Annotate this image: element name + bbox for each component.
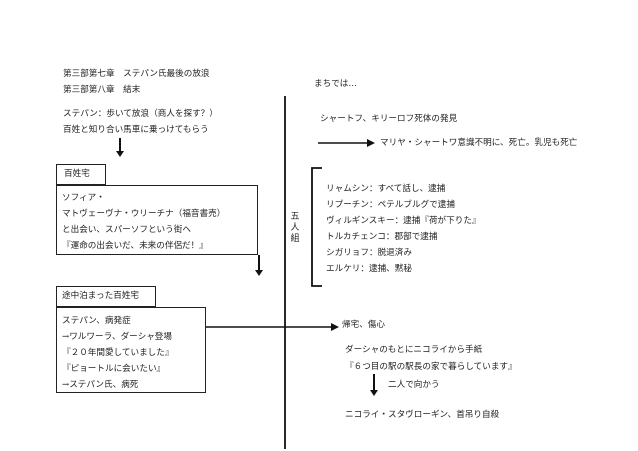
together-line: 二人で向かう [388,380,440,390]
overnight-farmhouse-label-box: 途中泊まった百姓宅 [56,286,156,307]
sophia-line-1: ソフィア・ [62,193,105,203]
illness-box-text: ステパン、病発症 →ワルワーラ、ダーシャ登場 『２０年間愛していました』 『ピョ… [62,313,173,393]
letter-line-2: 『６つ目の駅の駅長の家で暮らしています』 [345,362,517,372]
shatov-line: シャートフ、キリーロフ死体の発見 [320,114,458,124]
group-member-1: リャムシン：すべて話し、逮捕 [326,184,446,194]
letter-text: ダーシャのもとにニコライから手紙 『６つ目の駅の駅長の家で暮らしています』 [345,342,517,376]
sophia-box-text: ソフィア・ マトヴェーヴナ・ウリーチナ（福音書売） と出会い、スパーソフという街… [62,190,225,254]
illness-line-4: 『ピョートルに会いたい』 [62,364,166,374]
arrow-letter-to-nikolai-head [370,390,378,396]
group-member-3: ヴィルギンスキー：逮捕『荷が下りた』 [326,216,481,226]
arrow-sophia-to-overnight-head [255,270,263,276]
town-label: まちでは… [314,79,357,89]
overnight-farmhouse-label: 途中泊まった百姓宅 [62,291,140,301]
group-bracket [311,167,322,287]
illness-line-5: →ステパン氏、病死 [62,380,139,390]
arrow-shatov-to-maria-head [367,139,375,147]
chapter-headings: 第三部第七章 ステパン氏最後の放浪 第三部第八章 結末 [63,66,210,98]
illness-line-2: →ワルワーラ、ダーシャ登場 [62,332,172,342]
group-member-list: リャムシン：すべて話し、逮捕 リプーチン：ペテルブルグで逮捕 ヴィルギンスキー：… [326,181,481,277]
illness-box: ステパン、病発症 →ワルワーラ、ダーシャ登場 『２０年間愛していました』 『ピョ… [56,307,206,393]
return-line: 帰宅、傷心 [342,320,385,330]
group-member-2: リプーチン：ペテルブルグで逮捕 [326,200,455,210]
group-member-5: シガリョフ：脱退済み [326,248,412,258]
farmhouse-label-box: 百姓宅 [56,164,106,185]
arrow-intro-to-farmhouse-head [116,151,124,157]
group-label: 五 人 組 [289,212,301,244]
group-member-6: エルケリ：逮捕、黙秘 [326,264,412,274]
arrow-illness-to-return-head [331,323,339,331]
chapter-heading-7: 第三部第七章 ステパン氏最後の放浪 [63,69,210,79]
letter-line-1: ダーシャのもとにニコライから手紙 [345,345,483,355]
farmhouse-label: 百姓宅 [64,169,90,179]
sophia-line-4: 『運命の出会いだ、未来の伴侶だ！』 [62,241,208,251]
chapter-heading-8: 第三部第八章 結末 [63,85,141,95]
group-member-4: トルカチェンコ：郡部で逮捕 [326,232,438,242]
sophia-box: ソフィア・ マトヴェーヴナ・ウリーチナ（福音書売） と出会い、スパーソフという街… [56,185,258,255]
sophia-line-2: マトヴェーヴナ・ウリーチナ（福音書売） [62,209,226,219]
illness-line-3: 『２０年間愛していました』 [62,348,174,358]
maria-line: マリヤ・シャートワ意識不明に、死亡。乳児も死亡 [380,138,578,148]
intro-line-2: 百姓と知り合い馬車に乗っけてもらう [63,125,209,135]
sophia-line-3: と出会い、スパーソフという街へ [62,225,191,235]
illness-line-1: ステパン、病発症 [62,316,131,326]
group-label-char-3: 組 [290,233,300,244]
stepan-intro: ステパン：歩いて放浪（商人を探す？） 百姓と知り合い馬車に乗っけてもらう [63,106,218,138]
group-label-char-1: 五 [290,212,300,222]
intro-line-1: ステパン：歩いて放浪（商人を探す？） [63,109,218,119]
group-label-char-2: 人 [290,222,300,233]
nikolai-line: ニコライ・スタヴローギン、首吊り自殺 [345,410,500,420]
